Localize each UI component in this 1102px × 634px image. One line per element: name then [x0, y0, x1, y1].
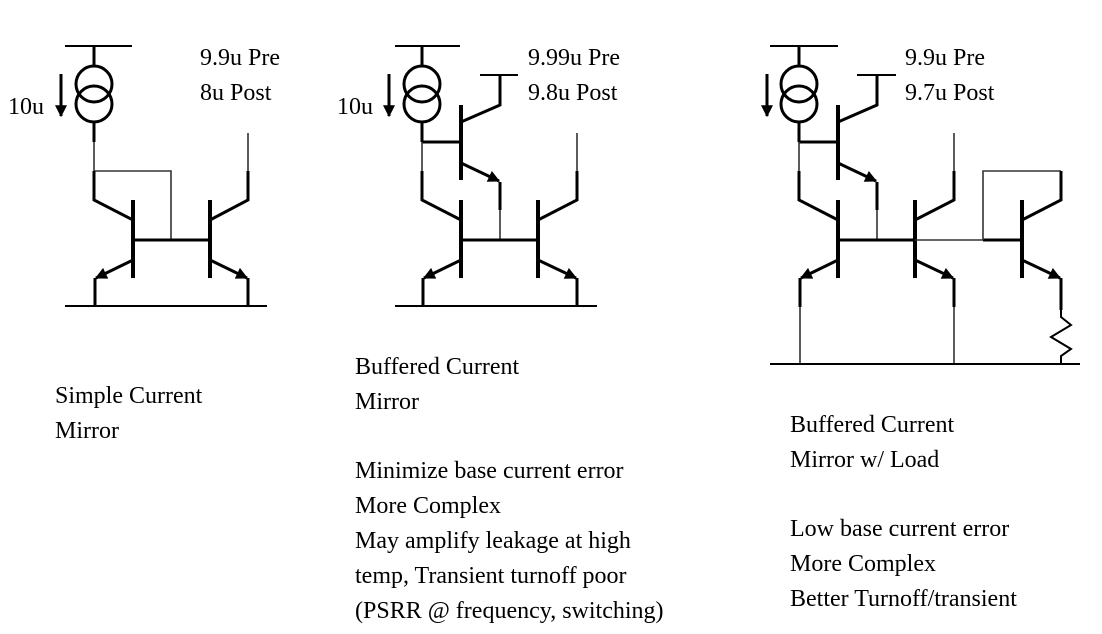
title-line: Mirror	[355, 389, 419, 415]
note-line: temp, Transient turnoff poor	[355, 563, 627, 589]
source-current-label: 10u	[8, 94, 44, 120]
note-line: More Complex	[790, 551, 936, 577]
output-current-pre: 9.9u Pre	[905, 45, 985, 71]
circuit-title: Simple Current Mirror	[55, 379, 202, 449]
title-line: Mirror w/ Load	[790, 447, 940, 473]
title-line: Mirror	[55, 418, 119, 444]
resistor-icon	[1049, 310, 1073, 364]
buffered-mirror-with-load-schematic	[761, 45, 1080, 365]
title-line: Buffered Current	[790, 412, 955, 438]
current-source-icon	[779, 64, 819, 124]
title-line: Buffered Current	[355, 354, 520, 380]
title-line: Simple Current	[55, 383, 203, 409]
circuit-title: Buffered Current Mirror w/ Load	[790, 408, 954, 478]
output-current-post: 9.8u Post	[528, 80, 618, 106]
current-source-icon	[402, 64, 442, 124]
note-line: Better Turnoff/transient	[790, 586, 1017, 612]
note-line: (PSRR @ frequency, switching)	[355, 598, 664, 624]
current-source-icon	[74, 64, 114, 124]
buffered-current-mirror-schematic	[383, 45, 597, 307]
simple-current-mirror-schematic	[55, 45, 267, 307]
circuit-notes: Low base current error More Complex Bett…	[790, 512, 1017, 617]
note-line: May amplify leakage at high	[355, 528, 631, 554]
circuit-notes: Minimize base current error More Complex…	[355, 454, 664, 629]
source-current-label: 10u	[337, 94, 373, 120]
note-line: Minimize base current error	[355, 458, 624, 484]
output-current-post: 8u Post	[200, 80, 272, 106]
output-current-pre: 9.9u Pre	[200, 45, 280, 71]
note-line: More Complex	[355, 493, 501, 519]
output-current-post: 9.7u Post	[905, 80, 995, 106]
output-current-pre: 9.99u Pre	[528, 45, 620, 71]
note-line: Low base current error	[790, 516, 1010, 542]
circuit-title: Buffered Current Mirror	[355, 350, 519, 420]
